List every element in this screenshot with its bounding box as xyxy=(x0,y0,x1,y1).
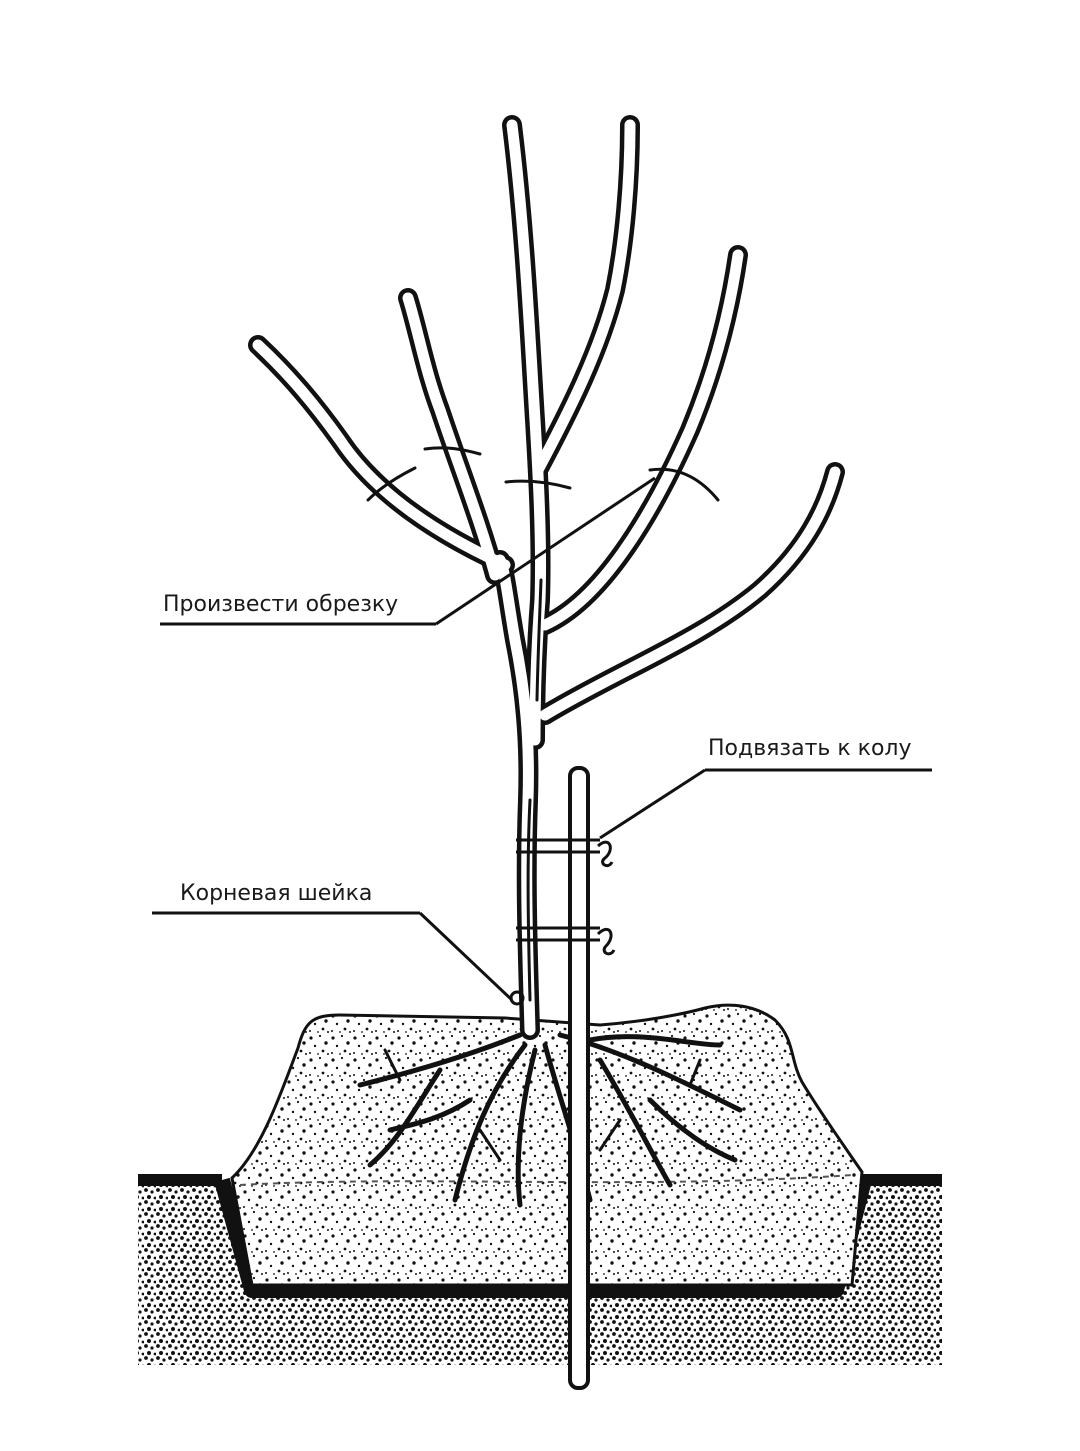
branch-lower-right-fill xyxy=(539,466,841,721)
branch-left-inner-fill xyxy=(402,292,501,581)
root-left-4 xyxy=(387,1097,473,1133)
stake-body xyxy=(568,766,590,1390)
tie-upper-knot xyxy=(596,840,614,868)
leader-pruning-pointer xyxy=(435,476,656,626)
root-left-3 xyxy=(452,1042,528,1203)
root-fine-4 xyxy=(598,1118,622,1152)
bark-stroke-1 xyxy=(526,798,532,1002)
branch-left-fill xyxy=(252,339,511,571)
tie-lower-knot xyxy=(596,927,616,956)
leader-collar-pointer xyxy=(418,911,514,1002)
label-pruning: Произвести обрезку xyxy=(163,592,399,617)
branch-right-outline xyxy=(535,245,748,635)
cut-mark-left-inner-branch xyxy=(423,446,482,456)
root-left-1 xyxy=(357,1032,523,1088)
tie-lower xyxy=(516,926,600,942)
pruning-cut-marks xyxy=(366,446,720,502)
ground-soil xyxy=(138,1178,942,1365)
bark-stroke-2 xyxy=(535,578,543,702)
label-tie-to-stake: Подвязать к колу xyxy=(708,736,912,761)
branch-upper-right-fill xyxy=(532,119,636,476)
root-right-2 xyxy=(597,1057,673,1188)
root-right-4 xyxy=(647,1097,738,1163)
stake xyxy=(568,766,590,1390)
root-fine-2 xyxy=(478,1128,502,1162)
root-center-1 xyxy=(515,1047,538,1208)
mound-ground-line xyxy=(239,1174,853,1186)
ties xyxy=(516,838,616,956)
root-fine-1 xyxy=(383,1048,402,1082)
label-root-collar: Корневая шейка xyxy=(180,881,373,906)
root-fine-3 xyxy=(688,1058,702,1087)
leader-tie-pointer xyxy=(599,768,706,840)
cut-mark-right-branch xyxy=(648,467,720,502)
root-right-3 xyxy=(587,1034,723,1048)
root-left-2 xyxy=(367,1067,443,1168)
cut-mark-leader xyxy=(504,479,572,490)
tie-upper xyxy=(516,838,600,854)
cut-mark-left-branch xyxy=(366,466,417,502)
branch-right-fill xyxy=(539,249,744,631)
tree xyxy=(248,115,845,1040)
label-leaders xyxy=(152,476,932,1002)
